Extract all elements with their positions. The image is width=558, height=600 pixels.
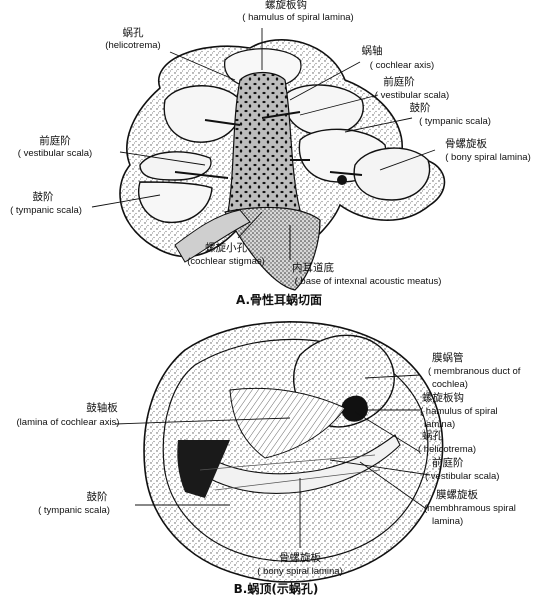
label-b-hamulus-en1: ( hamulus of spiral [420, 406, 498, 417]
label-b-membranous-duct-en2: cochlea) [432, 379, 468, 390]
label-b-bony-spiral-en: ( bony spiral lamina) [257, 566, 343, 577]
label-a-helicotrema-zh: 蜗孔 [122, 27, 144, 39]
label-b-membranous-duct-zh: 膜蜗管 [432, 352, 464, 364]
lamina-lines [174, 111, 363, 179]
figure-b-drawing [114, 321, 444, 583]
label-a-tympanic-r-zh: 鼓阶 [409, 102, 431, 114]
label-b-vestibular-en: ( vestibular scala) [425, 471, 500, 482]
label-a-vestibular-l-en: ( vestibular scala) [17, 148, 93, 159]
caption-figure-b: B.蜗顶(示蜗孔) [233, 582, 319, 596]
helicotrema-hole [341, 395, 368, 422]
nerve-bundle [174, 209, 251, 263]
left-tympanic-chamber [138, 181, 213, 224]
figure-b-leaders [114, 374, 431, 548]
tympanic-window [177, 440, 230, 498]
label-a-vestibular-r-zh: 前庭阶 [383, 76, 415, 88]
label-a-vestibular-r-en: ( vestibular scala) [374, 90, 450, 101]
label-b-helicotrema-zh: 蜗孔 [422, 430, 443, 442]
lamina-fan [229, 387, 346, 459]
label-a-stigmas-zh: 螺旋小孔 [205, 242, 247, 254]
modiolus [227, 71, 301, 219]
bony-spiral-lamina [179, 434, 401, 494]
label-a-hamulus-zh: 螺旋板钩 [265, 0, 307, 11]
label-a-tympanic-r-en: ( tympanic scala) [419, 116, 491, 127]
figure-a-leaders [91, 28, 436, 260]
figure-a-drawing [91, 28, 446, 291]
label-b-membranous-duct-en1: ( membranous duct of [428, 366, 521, 377]
label-b-tympanic-zh: 鼓阶 [86, 491, 108, 503]
right-basal-chamber [353, 147, 431, 201]
label-a-tympanic-l-zh: 鼓阶 [32, 191, 54, 203]
label-b-membranous-spiral-en2: lamina) [432, 516, 464, 527]
label-a-cochlear-axis-en: ( cochlear axis) [369, 60, 435, 71]
label-a-helicotrema-en: (helicotrema) [105, 40, 161, 51]
label-a-vestibular-l-zh: 前庭阶 [39, 135, 71, 147]
junction-dot [337, 175, 347, 185]
label-a-cochlear-axis-zh: 蜗轴 [361, 45, 383, 57]
label-a-bony-spiral-en: ( bony spiral lamina) [445, 152, 531, 163]
label-b-lamina-axis-en: (lamina of cochlear axis) [16, 417, 120, 428]
label-b-helicotrema-en: ( helicotrema) [418, 444, 477, 455]
label-b-membranous-spiral-en1: (membhramous spiral [424, 503, 516, 514]
right-upper-chamber [284, 84, 364, 136]
membrane-strips [199, 454, 381, 491]
label-a-bony-spiral-zh: 骨螺旋板 [445, 138, 487, 150]
label-b-hamulus-zh: 螺旋板钩 [422, 392, 464, 404]
caption-figure-a: A.骨性耳蜗切面 [235, 293, 323, 307]
label-b-bony-spiral-zh: 骨螺旋板 [279, 552, 321, 564]
label-a-stigmas-en: (cochlear stigmas) [187, 256, 265, 267]
label-b-vestibular-zh: 前庭阶 [432, 457, 464, 469]
label-a-meatus-zh: 内耳道底 [292, 262, 334, 274]
label-a-tympanic-l-en: ( tympanic scala) [10, 205, 82, 216]
label-a-hamulus-en: ( hamulus of spiral lamina) [242, 12, 354, 23]
label-b-hamulus-en2: lamina) [424, 419, 456, 430]
label-a-meatus-en: ( base of intexnal acoustic meatus) [294, 276, 442, 287]
left-vestibular-chamber [139, 151, 212, 181]
meatus-base [224, 206, 321, 291]
label-b-lamina-axis-zh: 鼓轴板 [86, 402, 118, 414]
label-b-tympanic-en: ( tympanic scala) [38, 505, 110, 516]
label-b-membranous-spiral-zh: 膜螺旋板 [436, 489, 478, 501]
